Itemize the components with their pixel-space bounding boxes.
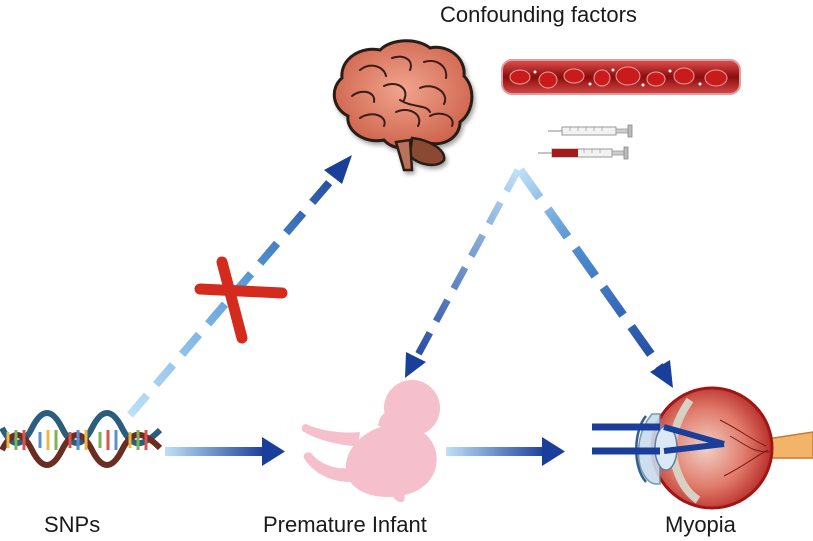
syringe-icon	[548, 124, 633, 138]
confounding-factors-label: Confounding factors	[440, 2, 637, 27]
arrow-snps-to-infant	[165, 437, 285, 466]
arrow-confounding-to-myopia	[516, 167, 673, 388]
myopia-label: Myopia	[665, 512, 736, 537]
light-rays	[592, 423, 725, 455]
arrow-infant-to-myopia	[446, 437, 565, 466]
snps-label: SNPs	[44, 512, 101, 537]
syringe-icon	[538, 146, 629, 160]
dna-helix-icon	[0, 410, 163, 468]
brain-icon	[332, 39, 474, 172]
blood-vessel-icon	[501, 59, 741, 95]
arrow-confounding-to-infant	[405, 168, 522, 378]
arrow-snps-to-brain	[126, 155, 352, 418]
blocked-cross-icon	[194, 256, 288, 344]
premature-infant-label: Premature Infant	[263, 512, 427, 537]
eye-cross-section-icon	[635, 386, 813, 510]
fetus-icon	[301, 380, 440, 503]
